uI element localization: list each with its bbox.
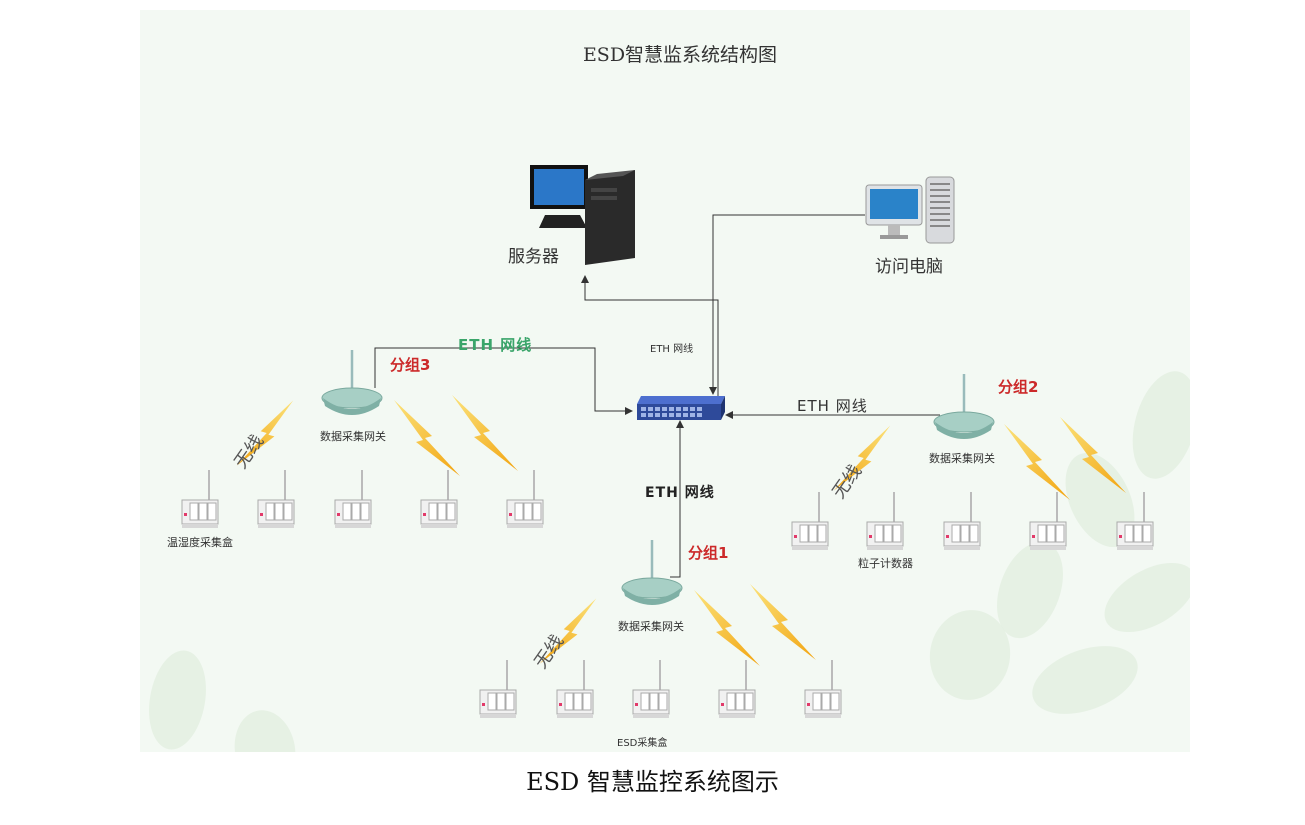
eth-label-group1: ETH 网线 [645, 485, 715, 501]
collector-box-icon [1115, 490, 1155, 552]
wireless-signal-icon [748, 582, 818, 662]
collector-box-icon [256, 468, 296, 530]
wireless-signal-icon [1058, 415, 1128, 495]
group3-label: 分组3 [390, 356, 431, 374]
server-icon [530, 165, 635, 265]
server-label: 服务器 [508, 247, 559, 267]
group2-device-label: 粒子计数器 [858, 557, 913, 570]
collector-box-icon [505, 468, 545, 530]
collector-box-icon [478, 658, 518, 720]
collector-box-icon [942, 490, 982, 552]
diagram-canvas: ESD智慧监系统结构图 服务器 访问电脑 [140, 10, 1190, 752]
collector-box-icon [1028, 490, 1068, 552]
group3-router-icon [317, 348, 387, 418]
eth-label-group3: ETH 网线 [458, 336, 533, 354]
collector-box-icon [333, 468, 373, 530]
group2-gateway-label: 数据采集网关 [929, 452, 995, 465]
group1-gateway-label: 数据采集网关 [618, 620, 684, 633]
collector-box-icon [631, 658, 671, 720]
group2-label: 分组2 [998, 378, 1039, 396]
group1-router-icon [617, 538, 687, 608]
collector-box-icon [865, 490, 905, 552]
access-pc-label: 访问电脑 [875, 257, 943, 277]
collector-box-icon [180, 468, 220, 530]
group1-label: 分组1 [688, 544, 729, 562]
group1-device-label: ESD采集盒 [617, 738, 668, 749]
eth-label-server: ETH 网线 [650, 344, 694, 355]
collector-box-icon [419, 468, 459, 530]
collector-box-icon [790, 490, 830, 552]
eth-label-group2: ETH 网线 [797, 397, 868, 415]
wireless-signal-icon [450, 393, 520, 473]
group3-gateway-label: 数据采集网关 [320, 430, 386, 443]
figure-caption: ESD 智慧监控系统图示 [526, 768, 779, 796]
collector-box-icon [555, 658, 595, 720]
connection-lines [374, 214, 940, 578]
group2-router-icon [929, 372, 999, 442]
diagram-title: ESD智慧监系统结构图 [582, 44, 778, 66]
collector-box-icon [803, 658, 843, 720]
collector-box-icon [717, 658, 757, 720]
network-switch-icon [637, 396, 725, 420]
access-pc-icon [865, 176, 955, 244]
group3-device-label: 温湿度采集盒 [167, 536, 233, 549]
